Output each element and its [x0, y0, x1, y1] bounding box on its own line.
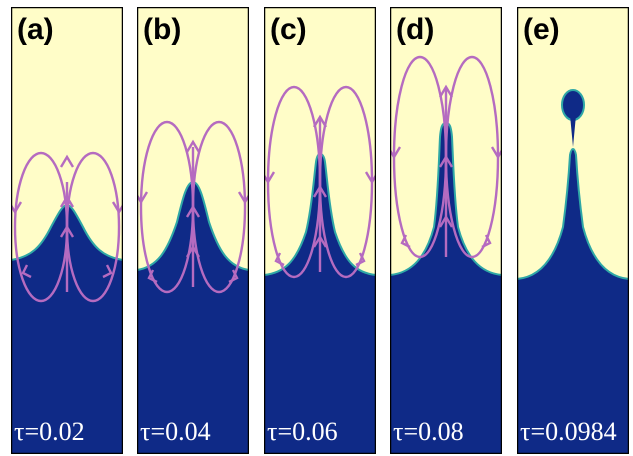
simulation-frame-a [11, 7, 123, 454]
panel-e: (e) τ=0.0984 [517, 7, 629, 454]
simulation-frame-e [517, 7, 629, 454]
panel-label: (d) [396, 13, 435, 46]
panel-b: (b) τ=0.04 [137, 7, 249, 454]
panel-d: (d) τ=0.08 [390, 7, 502, 454]
simulation-frame-b [137, 7, 249, 454]
panel-label: (e) [523, 13, 560, 46]
droplet-neck [570, 115, 576, 147]
simulation-frame-c [264, 7, 376, 454]
panel-c: (c) τ=0.06 [264, 7, 376, 454]
panel-label: (c) [270, 13, 307, 46]
vortex-arrows [264, 85, 376, 279]
time-label: τ=0.04 [140, 417, 211, 446]
panel-label: (a) [17, 13, 54, 46]
liquid-region [517, 147, 629, 454]
time-label: τ=0.08 [393, 417, 464, 446]
time-label: τ=0.0984 [520, 417, 617, 446]
panel-label: (b) [143, 13, 182, 46]
vortex-arrows [137, 120, 249, 294]
vortex-arrows [390, 55, 502, 259]
simulation-frame-d [390, 7, 502, 454]
time-label: τ=0.02 [14, 417, 85, 446]
panel-a: (a) τ=0.02 [11, 7, 123, 454]
time-label: τ=0.06 [267, 417, 338, 446]
vortex-arrows [11, 151, 123, 303]
